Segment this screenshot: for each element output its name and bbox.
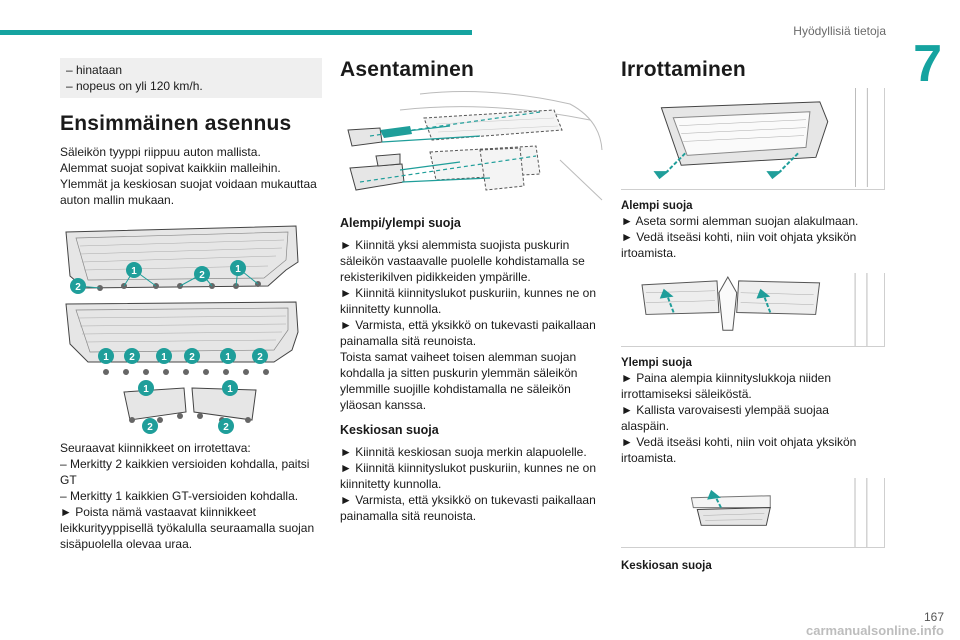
callout-number: 2 <box>223 422 229 433</box>
note-line: – hinataan <box>66 63 123 77</box>
intro-line: Ylemmät ja keskiosan suojat voidaan muka… <box>60 177 317 191</box>
column-first-installation: – hinataan – nopeus on yli 120 km/h. Ens… <box>60 58 322 552</box>
instruction-line: ► Aseta sormi alemman suojan alakulmaan. <box>621 214 859 228</box>
section-heading-first-installation: Ensimmäinen asennus <box>60 112 292 135</box>
subheading-lower-cover: Alempi suoja <box>621 200 693 212</box>
center-covers-illustration <box>123 387 257 423</box>
subheading-lower-upper-cover: Alempi/ylempi suoja <box>340 216 461 230</box>
instruction-line: ► Vedä itseäsi kohti, niin voit ohjata y… <box>621 435 857 449</box>
instruction-line: painamalla sitä reunoista. <box>340 334 477 348</box>
instruction-line: säleikön vastaavalle puolelle kohdistama… <box>340 254 585 268</box>
callout-number: 1 <box>161 352 167 363</box>
middle-cover-illustration <box>65 301 299 375</box>
callout-number: 1 <box>227 384 233 395</box>
intro-text: Säleikön tyyppi riippuu auton mallista. … <box>60 144 322 208</box>
callout-number: 2 <box>75 282 81 293</box>
instruction-line: ► Varmista, että yksikkö on tukevasti pa… <box>340 493 596 507</box>
instruction-line: kiinnitetty kunnolla. <box>340 302 442 316</box>
instruction-line: yläosan kanssa. <box>340 398 427 412</box>
instruction-line: ► Kiinnitä keskiosan suoja merkin alapuo… <box>340 445 587 459</box>
subheading-upper-cover: Ylempi suoja <box>621 357 692 369</box>
running-head: Hyödyllisiä tietoja <box>793 24 886 38</box>
top-accent-bar <box>0 30 472 35</box>
intro-line: auton mallin mukaan. <box>60 193 175 207</box>
instruction-line: irtoamista. <box>621 246 677 260</box>
intro-line: Säleikön tyyppi riippuu auton mallista. <box>60 145 261 159</box>
callout-number: 2 <box>257 352 263 363</box>
callout-number: 2 <box>199 270 205 281</box>
subheading-center-cover: Keskiosan suoja <box>340 423 439 437</box>
instruction-line: kohdalla ja sitten puskurin ylemmän säle… <box>340 366 578 380</box>
subheading-center-cover: Keskiosan suoja <box>621 560 712 572</box>
instruction-line: ► Varmista, että yksikkö on tukevasti pa… <box>340 318 596 332</box>
section-heading-installation: Asentaminen <box>340 58 475 81</box>
callout-number: 1 <box>235 264 241 275</box>
removal-instructions: Seuraavat kiinnikkeet on irrotettava: – … <box>60 440 322 552</box>
instruction-line: – Merkitty 2 kaikkien versioiden kohdall… <box>60 457 310 471</box>
callout-number: 1 <box>143 384 149 395</box>
intro-line: Alemmat suojat sopivat kaikkiin malleihi… <box>60 161 281 175</box>
instruction-line: irtoamista. <box>621 451 677 465</box>
lower-cover-removal-instructions: ► Aseta sormi alemman suojan alakulmaan.… <box>621 213 885 261</box>
callout-number: 1 <box>131 266 137 277</box>
installation-figure <box>347 91 603 201</box>
instruction-line: Seuraavat kiinnikkeet on irrotettava: <box>60 441 251 455</box>
callout-number: 2 <box>189 352 195 363</box>
callout-number: 1 <box>225 352 231 363</box>
center-cover-removal-figure <box>621 478 885 548</box>
column-removal: Irrottaminen Alempi suoja ► Aseta sormi … <box>621 58 885 573</box>
grille-covers-figure: 2 1 2 1 1 2 1 2 <box>65 225 299 434</box>
instruction-line: kiinnitetty kunnolla. <box>340 477 442 491</box>
instruction-line: – Merkitty 1 kaikkien GT-versioiden kohd… <box>60 489 299 503</box>
lower-upper-cover-instructions: ► Kiinnitä yksi alemmista suojista pusku… <box>340 237 604 413</box>
column-installation: Asentaminen Alempi/ylempi suoja ► Kiinn <box>340 58 604 524</box>
instruction-line: rekisterikilven pidikkeiden ympärille. <box>340 270 531 284</box>
instruction-line: ► Poista nämä vastaavat kiinnikkeet <box>60 505 256 519</box>
instruction-line: ► Kallista varovaisesti ylempää suojaa <box>621 403 829 417</box>
instruction-line: sisäpuolella olevaa uraa. <box>60 537 193 551</box>
instruction-line: irrottamiseksi säleiköstä. <box>621 387 752 401</box>
callout-number: 2 <box>147 422 153 433</box>
page-number: 167 <box>923 610 944 624</box>
instruction-line: ► Kiinnitä kiinnityslukot puskuriin, kun… <box>340 461 597 475</box>
instruction-line: ► Vedä itseäsi kohti, niin voit ohjata y… <box>621 230 857 244</box>
section-heading-removal: Irrottaminen <box>621 58 746 81</box>
upper-cover-removal-instructions: ► Paina alempia kiinnityslukkoja niiden … <box>621 370 885 466</box>
lower-cover-removal-figure <box>621 88 885 190</box>
chapter-number: 7 <box>913 35 942 93</box>
watermark: carmanualsonline.info <box>806 623 944 638</box>
note-box: – hinataan – nopeus on yli 120 km/h. <box>60 58 322 98</box>
instruction-line: ylemmille suojille kohdistamalla ne säle… <box>340 382 571 396</box>
upper-cover-removal-figure <box>621 273 885 347</box>
callout-number: 2 <box>129 352 135 363</box>
instruction-line: GT <box>60 473 77 487</box>
center-cover-instructions: ► Kiinnitä keskiosan suoja merkin alapuo… <box>340 444 604 524</box>
instruction-line: Toista samat vaiheet toisen alemman suoj… <box>340 350 577 364</box>
instruction-line: ► Paina alempia kiinnityslukkoja niiden <box>621 371 831 385</box>
upper-cover-illustration <box>65 225 299 291</box>
note-line: – nopeus on yli 120 km/h. <box>66 79 203 93</box>
callout-number: 1 <box>103 352 109 363</box>
instruction-line: ► Kiinnitä kiinnityslukot puskuriin, kun… <box>340 286 597 300</box>
instruction-line: ► Kiinnitä yksi alemmista suojista pusku… <box>340 238 570 252</box>
instruction-line: painamalla sitä reunoista. <box>340 509 477 523</box>
instruction-line: alaspäin. <box>621 419 670 433</box>
instruction-line: leikkurityyppisellä työkalulla seuraamal… <box>60 521 315 535</box>
